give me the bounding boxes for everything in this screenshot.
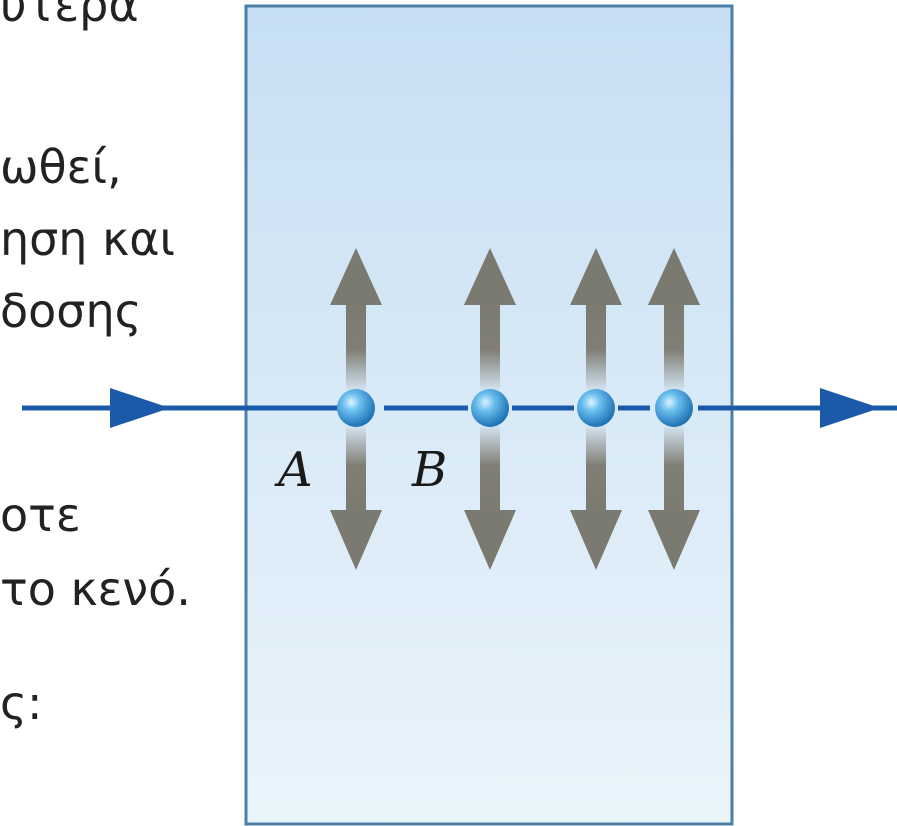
text-line-5: οτε (0, 488, 81, 542)
text-line-6: το κενό. (0, 562, 191, 616)
oscillation-arrow-1 (330, 248, 382, 570)
particle-sphere-3 (577, 389, 615, 427)
text-line-2: ωθεί, (0, 140, 122, 194)
text-line-7: ς: (0, 676, 43, 730)
text-line-4: δοσης (0, 284, 142, 338)
label-B: B (411, 442, 447, 498)
oscillation-arrow-3 (570, 248, 622, 570)
particle-sphere-1 (337, 389, 375, 427)
ray-arrowhead-right (820, 388, 880, 428)
label-A: A (274, 442, 313, 498)
particle-sphere-2 (471, 389, 509, 427)
text-line-1: υτερα (0, 0, 139, 32)
oscillation-arrow-4 (648, 248, 700, 570)
text-line-3: ηση και (0, 212, 176, 266)
oscillation-arrow-2 (464, 248, 516, 570)
ray-arrowhead-left (110, 388, 170, 428)
particle-sphere-4 (655, 389, 693, 427)
